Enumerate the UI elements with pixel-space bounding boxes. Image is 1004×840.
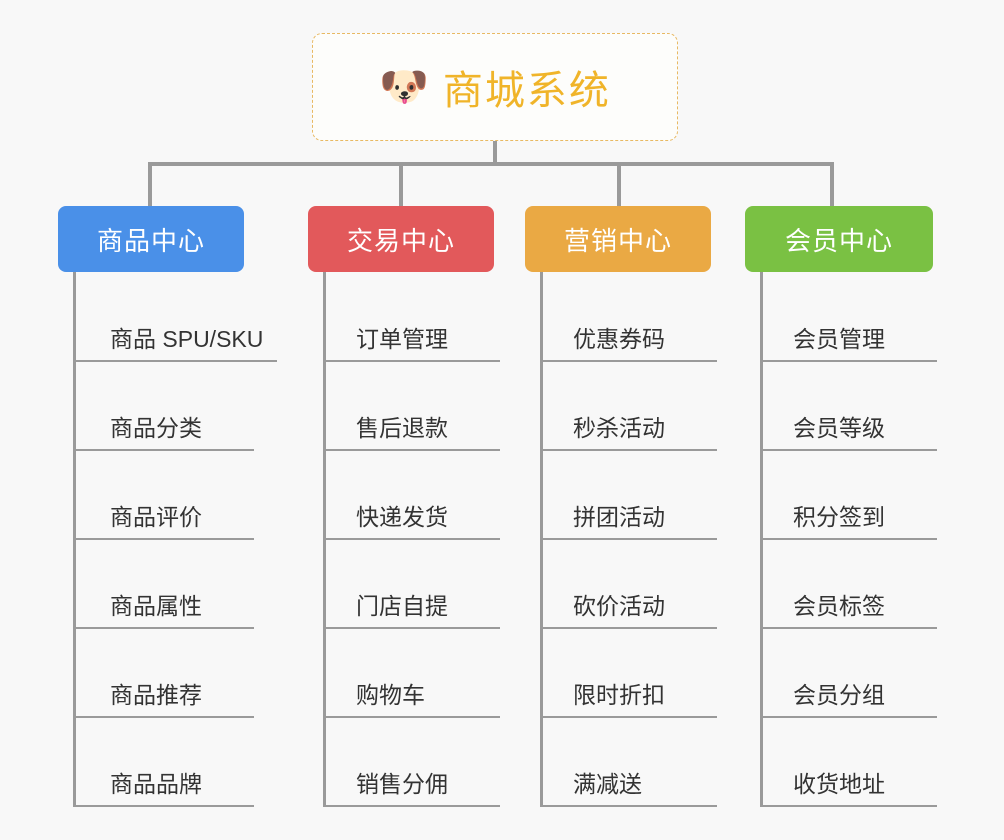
leaf-label: 商品推荐 <box>76 676 254 718</box>
leaf-item[interactable]: 限时折扣 <box>543 629 775 718</box>
leaf-label: 会员等级 <box>763 409 937 451</box>
leaf-item[interactable]: 订单管理 <box>326 273 558 362</box>
leaf-item[interactable]: 积分签到 <box>763 451 995 540</box>
leaf-list-trade-center: 订单管理 售后退款 快递发货 门店自提 购物车 销售分佣 <box>323 272 558 807</box>
leaf-item[interactable]: 销售分佣 <box>326 718 558 807</box>
leaf-item[interactable]: 门店自提 <box>326 540 558 629</box>
leaf-list-marketing-center: 优惠券码 秒杀活动 拼团活动 砍价活动 限时折扣 满减送 <box>540 272 775 807</box>
branch-header-member-center[interactable]: 会员中心 <box>745 206 933 272</box>
leaf-label: 商品 SPU/SKU <box>76 320 278 362</box>
leaf-label: 购物车 <box>326 676 500 718</box>
leaf-item[interactable]: 收货地址 <box>763 718 995 807</box>
root-title: 商城系统 <box>442 69 611 113</box>
branch-header-label: 商品中心 <box>96 225 205 256</box>
leaf-item[interactable]: 商品分类 <box>76 362 358 451</box>
leaf-item[interactable]: 售后退款 <box>326 362 558 451</box>
leaf-item[interactable]: 会员管理 <box>763 273 995 362</box>
connector-drop-2 <box>399 162 403 208</box>
leaf-label: 会员管理 <box>763 320 937 362</box>
connector-horizontal-bar <box>148 162 834 166</box>
leaf-label: 商品分类 <box>76 409 254 451</box>
branch-product-center: 商品中心 商品 SPU/SKU 商品分类 商品评价 商品属性 商品推荐 商品品牌 <box>58 206 358 807</box>
leaf-label: 拼团活动 <box>543 498 717 540</box>
leaf-item[interactable]: 满减送 <box>543 718 775 807</box>
leaf-label: 商品评价 <box>76 498 254 540</box>
leaf-list-product-center: 商品 SPU/SKU 商品分类 商品评价 商品属性 商品推荐 商品品牌 <box>73 272 358 807</box>
leaf-label: 销售分佣 <box>326 765 500 807</box>
leaf-label: 商品品牌 <box>76 765 254 807</box>
leaf-label: 砍价活动 <box>543 587 717 629</box>
branch-marketing-center: 营销中心 优惠券码 秒杀活动 拼团活动 砍价活动 限时折扣 满减送 <box>525 206 775 807</box>
branch-header-product-center[interactable]: 商品中心 <box>58 206 244 272</box>
leaf-item[interactable]: 快递发货 <box>326 451 558 540</box>
leaf-item[interactable]: 会员等级 <box>763 362 995 451</box>
leaf-label: 秒杀活动 <box>543 409 717 451</box>
connector-drop-1 <box>148 162 152 208</box>
leaf-label: 订单管理 <box>326 320 500 362</box>
leaf-label: 会员分组 <box>763 676 937 718</box>
shiba-dog-face-icon: 🐶 <box>379 65 429 109</box>
connector-drop-3 <box>617 162 621 208</box>
branch-header-label: 会员中心 <box>784 225 893 256</box>
leaf-label: 满减送 <box>543 765 717 807</box>
leaf-item[interactable]: 商品品牌 <box>76 718 358 807</box>
leaf-item[interactable]: 会员分组 <box>763 629 995 718</box>
leaf-item[interactable]: 购物车 <box>326 629 558 718</box>
branch-header-marketing-center[interactable]: 营销中心 <box>525 206 711 272</box>
leaf-item[interactable]: 秒杀活动 <box>543 362 775 451</box>
connector-drop-4 <box>830 162 834 208</box>
branch-header-label: 交易中心 <box>346 225 455 256</box>
leaf-item[interactable]: 拼团活动 <box>543 451 775 540</box>
leaf-label: 限时折扣 <box>543 676 717 718</box>
branch-header-trade-center[interactable]: 交易中心 <box>308 206 494 272</box>
leaf-item[interactable]: 商品评价 <box>76 451 358 540</box>
leaf-item[interactable]: 砍价活动 <box>543 540 775 629</box>
branch-trade-center: 交易中心 订单管理 售后退款 快递发货 门店自提 购物车 销售分佣 <box>308 206 558 807</box>
leaf-item[interactable]: 会员标签 <box>763 540 995 629</box>
leaf-item[interactable]: 商品推荐 <box>76 629 358 718</box>
leaf-item[interactable]: 商品属性 <box>76 540 358 629</box>
leaf-label: 商品属性 <box>76 587 254 629</box>
root-node[interactable]: 🐶 商城系统 <box>312 33 678 141</box>
leaf-label: 门店自提 <box>326 587 500 629</box>
leaf-label: 快递发货 <box>326 498 500 540</box>
leaf-label: 积分签到 <box>763 498 937 540</box>
leaf-item[interactable]: 商品 SPU/SKU <box>76 273 358 362</box>
connector-root-stem <box>493 141 497 164</box>
leaf-label: 收货地址 <box>763 765 937 807</box>
branch-header-label: 营销中心 <box>563 225 672 256</box>
branch-member-center: 会员中心 会员管理 会员等级 积分签到 会员标签 会员分组 收货地址 <box>745 206 995 807</box>
leaf-label: 优惠券码 <box>543 320 717 362</box>
leaf-label: 售后退款 <box>326 409 500 451</box>
leaf-item[interactable]: 优惠券码 <box>543 273 775 362</box>
leaf-label: 会员标签 <box>763 587 937 629</box>
leaf-list-member-center: 会员管理 会员等级 积分签到 会员标签 会员分组 收货地址 <box>760 272 995 807</box>
